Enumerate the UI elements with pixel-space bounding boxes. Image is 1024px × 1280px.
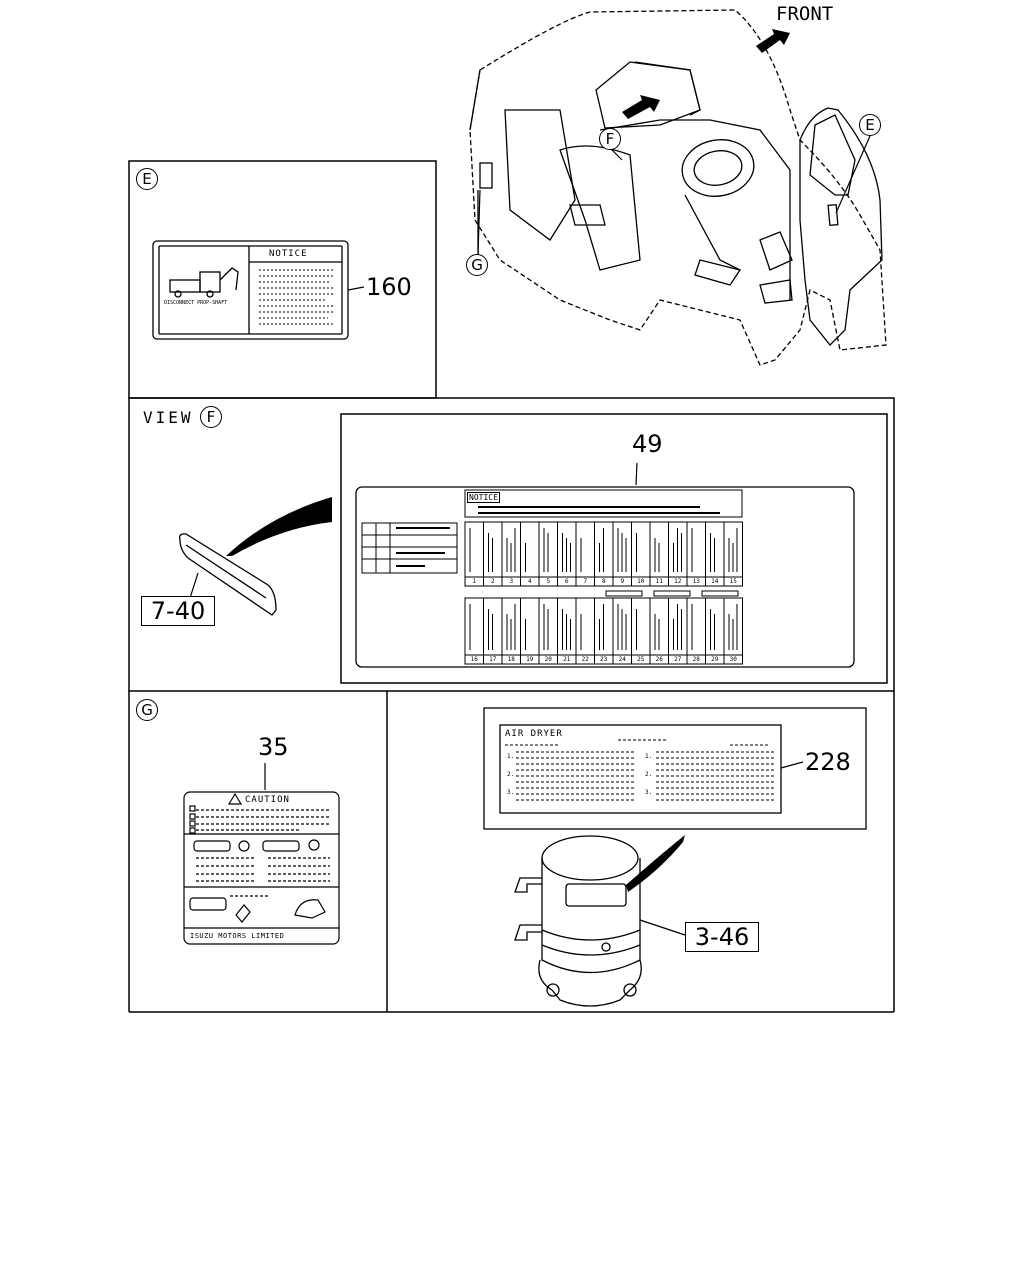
- fuse-number: 22: [581, 656, 589, 663]
- panel-e-circle: E: [136, 168, 158, 190]
- front-arrow: [756, 29, 790, 53]
- notice-caption: DISCONNECT PROP-SHAFT: [164, 300, 228, 306]
- fuse-notice-heading: NOTICE: [467, 492, 500, 503]
- zoom-beam: [226, 497, 332, 556]
- notice-label-graphic: [152, 240, 349, 340]
- fuse-group-tag: [605, 590, 643, 597]
- fuse-number: 9: [620, 578, 625, 585]
- fuse-number: 21: [563, 656, 571, 663]
- fuse-number: 26: [655, 656, 663, 663]
- air-dryer-unit-graphic: [514, 835, 686, 1007]
- fuse-number: 8: [601, 578, 606, 585]
- air-dryer-label-graphic: [483, 707, 867, 830]
- part-number-228[interactable]: 228: [805, 748, 851, 776]
- callout-f-circle[interactable]: F: [599, 128, 621, 150]
- ref-number-7-40[interactable]: 7-40: [141, 596, 215, 626]
- air-dryer-heading: AIR DRYER: [505, 729, 563, 739]
- caution-label-graphic: [183, 763, 340, 945]
- fuse-number: 3: [509, 578, 514, 585]
- fuse-number: 15: [729, 578, 737, 585]
- view-f-arrow: [622, 95, 660, 119]
- fuse-number: 28: [692, 656, 700, 663]
- fuse-group-tag: [701, 590, 739, 597]
- fuse-label-card: [355, 486, 855, 668]
- fuse-number: 2: [490, 578, 495, 585]
- view-f-circle: F: [200, 406, 222, 428]
- front-label: FRONT: [776, 3, 834, 25]
- fuse-number: 18: [507, 656, 515, 663]
- truck-cab-illustration: [469, 9, 887, 366]
- fuse-number: 6: [564, 578, 569, 585]
- fuse-number: 24: [618, 656, 626, 663]
- part-number-160[interactable]: 160: [366, 273, 412, 301]
- fuse-cell: [723, 521, 743, 587]
- part-number-49[interactable]: 49: [632, 430, 663, 458]
- part-number-35[interactable]: 35: [258, 733, 289, 761]
- ref-number-3-46[interactable]: 3-46: [685, 922, 759, 952]
- fuse-number: 5: [546, 578, 551, 585]
- callout-e-circle[interactable]: E: [859, 114, 881, 136]
- fuse-number: 30: [729, 656, 737, 663]
- panel-g-circle: G: [136, 699, 158, 721]
- caution-heading: CAUTION: [245, 795, 290, 805]
- fuse-number: 27: [674, 656, 682, 663]
- fuse-number: 19: [526, 656, 534, 663]
- fuse-number: 29: [711, 656, 719, 663]
- air-dryer-items-right: 1. 2. 3.: [645, 753, 653, 796]
- fuse-box-cover-graphic: [178, 533, 277, 616]
- fuse-number: 10: [637, 578, 645, 585]
- fuse-number: 13: [692, 578, 700, 585]
- notice-heading: NOTICE: [269, 249, 308, 259]
- fuse-number: 23: [600, 656, 608, 663]
- view-label: VIEW: [143, 408, 194, 427]
- air-dryer-items-left: 1. 2. 3.: [507, 753, 515, 796]
- caution-footer: ISUZU MOTORS LIMITED: [190, 932, 285, 940]
- fuse-label-outer-frame: [340, 413, 888, 684]
- fuse-number: 17: [489, 656, 497, 663]
- fuse-number: 16: [470, 656, 478, 663]
- fuse-number: 4: [527, 578, 532, 585]
- fuse-number: 25: [637, 656, 645, 663]
- fuse-number: 14: [711, 578, 719, 585]
- fuse-group-tag: [653, 590, 691, 597]
- fuse-grid: [464, 521, 743, 665]
- callout-g-circle[interactable]: G: [466, 254, 488, 276]
- fuse-number: 12: [674, 578, 682, 585]
- fuse-number: 7: [583, 578, 588, 585]
- air-dryer-zoom-beam: [626, 835, 685, 892]
- fuse-number: 20: [544, 656, 552, 663]
- panel-view-f-frame: [128, 397, 895, 692]
- fuse-number: 1: [472, 578, 477, 585]
- fuse-cell: [723, 597, 743, 665]
- fuse-number: 11: [655, 578, 663, 585]
